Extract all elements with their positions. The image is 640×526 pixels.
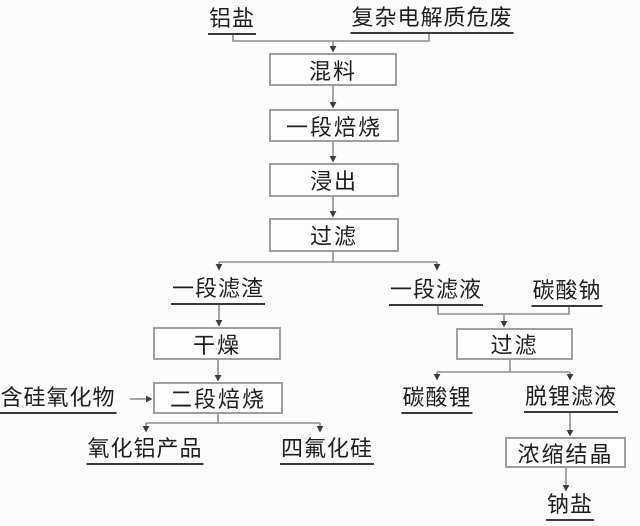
process-box-drying: 干燥 <box>153 327 281 360</box>
process-box-second-stage-roasting: 二段焙烧 <box>153 382 283 414</box>
product-label-lithium-carbonate: 碳酸锂 <box>401 385 473 414</box>
stream-label-delithiated-filtrate: 脱锂滤液 <box>523 384 619 413</box>
product-label-alumina-product: 氧化铝产品 <box>86 436 204 465</box>
input-label-sodium-carbonate: 碳酸钠 <box>531 278 603 307</box>
input-label-silicon-oxide-additive: 含硅氧化物 <box>0 385 117 414</box>
process-box-leaching: 浸出 <box>269 163 399 197</box>
product-label-silicon-tetrafluoride: 四氟化硅 <box>279 436 375 465</box>
process-box-first-stage-roasting: 一段焙烧 <box>269 109 399 142</box>
process-box-filtration-2: 过滤 <box>456 328 573 360</box>
process-box-concentration-crystallization: 浓缩结晶 <box>505 437 626 468</box>
input-label-aluminum-salt: 铝盐 <box>207 6 257 35</box>
stream-label-first-stage-filtrate: 一段滤液 <box>388 277 484 306</box>
stream-label-first-stage-residue: 一段滤渣 <box>170 276 266 305</box>
input-label-complex-electrolyte-waste: 复杂电解质危废 <box>350 5 514 34</box>
process-box-filtration-1: 过滤 <box>269 218 399 252</box>
process-box-mixing: 混料 <box>269 53 397 86</box>
product-label-sodium-salt: 钠盐 <box>545 492 595 521</box>
